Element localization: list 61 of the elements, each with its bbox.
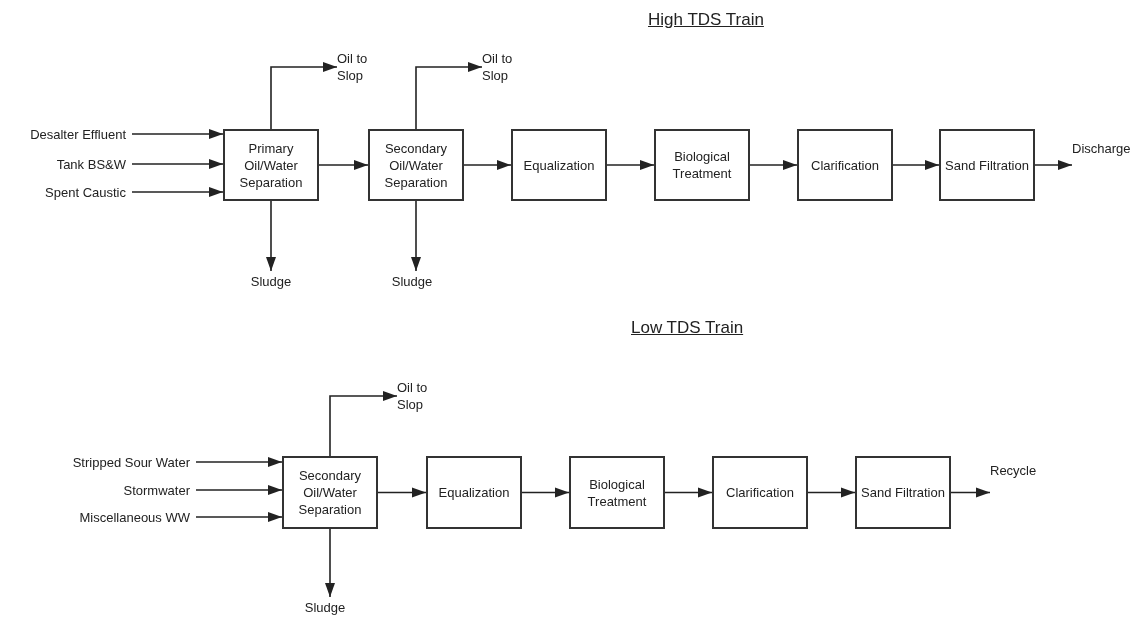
stream-label: Sludge bbox=[250, 272, 292, 290]
flow-arrow bbox=[411, 200, 421, 272]
process-name: Equalization bbox=[438, 484, 510, 501]
section-heading: High TDS Train bbox=[648, 10, 764, 30]
flow-arrow bbox=[131, 159, 224, 169]
flow-arrow bbox=[195, 485, 283, 495]
process-box bbox=[282, 456, 378, 529]
process-box bbox=[368, 129, 464, 201]
process-box bbox=[797, 129, 893, 201]
process-name: Sand Filtration bbox=[945, 156, 1029, 174]
process-box bbox=[569, 456, 665, 529]
process-box bbox=[712, 456, 808, 529]
flow-arrow bbox=[329, 391, 398, 457]
flow-arrow bbox=[664, 487, 713, 498]
flow-arrow bbox=[195, 457, 283, 467]
flow-arrow bbox=[270, 62, 338, 130]
flow-arrow bbox=[377, 487, 427, 498]
flow-arrow bbox=[318, 160, 369, 170]
process-name: Primary Oil/Water Separation bbox=[238, 139, 304, 191]
stream-label: Stormwater bbox=[123, 481, 190, 499]
stream-label: Sludge bbox=[391, 272, 433, 290]
stream-label: Tank BS&W bbox=[56, 155, 126, 173]
stream-label: Sludge bbox=[304, 598, 346, 616]
process-box bbox=[511, 129, 607, 201]
process-name: Biological Treatment bbox=[586, 475, 648, 510]
flow-arrow bbox=[131, 129, 224, 139]
flow-arrow bbox=[521, 487, 570, 498]
process-box bbox=[654, 129, 750, 201]
process-name: Equalization bbox=[523, 156, 595, 174]
process-box bbox=[223, 129, 319, 201]
stream-label: Stripped Sour Water bbox=[72, 453, 190, 471]
stream-label: Recycle bbox=[990, 462, 1037, 479]
process-name: Biological Treatment bbox=[671, 148, 733, 182]
process-box bbox=[426, 456, 522, 529]
flow-arrow bbox=[266, 200, 276, 272]
stream-label: Spent Caustic bbox=[45, 183, 126, 201]
process-name: Clarification bbox=[811, 156, 879, 174]
flow-arrow bbox=[195, 512, 283, 522]
process-name: Sand Filtration bbox=[861, 484, 945, 501]
stream-label: Oil to Slop bbox=[337, 50, 369, 84]
process-name: Clarification bbox=[726, 484, 794, 501]
process-name: Secondary Oil/Water Separation bbox=[383, 139, 449, 191]
flow-arrow bbox=[950, 487, 991, 498]
flow-arrow bbox=[131, 187, 224, 197]
stream-label: Desalter Effluent bbox=[30, 125, 126, 143]
flow-arrow bbox=[892, 160, 940, 170]
flow-arrow bbox=[415, 62, 483, 130]
stream-label: Discharge bbox=[1072, 140, 1131, 157]
flow-arrow bbox=[463, 160, 512, 170]
stream-label: Miscellaneous WW bbox=[79, 508, 190, 526]
stream-label: Oil to Slop bbox=[397, 379, 429, 413]
flow-arrow bbox=[807, 487, 856, 498]
flow-arrow bbox=[606, 160, 655, 170]
flow-arrow bbox=[1034, 160, 1073, 170]
section-heading: Low TDS Train bbox=[631, 318, 744, 338]
process-box bbox=[939, 129, 1035, 201]
process-name: Secondary Oil/Water Separation bbox=[297, 467, 363, 518]
process-box bbox=[855, 456, 951, 529]
flow-arrow bbox=[325, 528, 335, 598]
flow-arrow bbox=[749, 160, 798, 170]
stream-label: Oil to Slop bbox=[482, 50, 514, 84]
